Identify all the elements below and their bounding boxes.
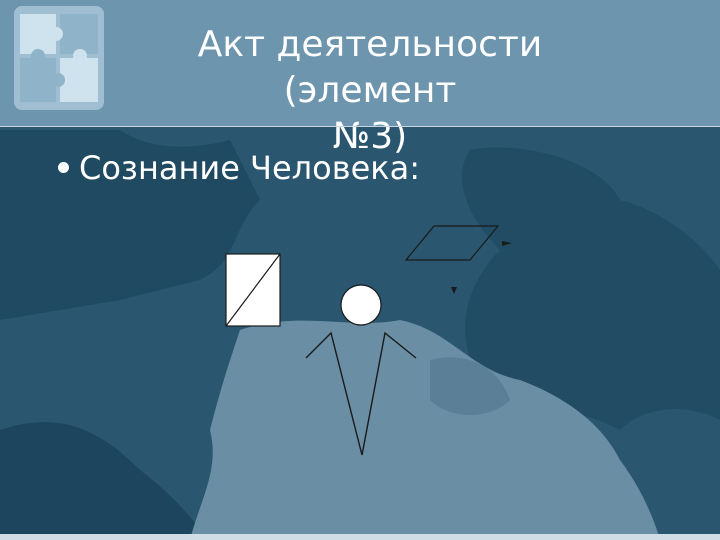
figure-lines-shape — [305, 331, 417, 456]
puzzle-piece-dark-3 — [0, 422, 210, 540]
puzzle-knob — [430, 357, 510, 415]
title-line-2: №3) — [332, 116, 408, 157]
slide-title: Акт деятельности (элемент №3) — [110, 22, 630, 160]
puzzle-logo-icon — [14, 6, 104, 110]
bullet-dot-icon — [58, 161, 69, 173]
bottom-bar — [0, 534, 720, 540]
header-band — [0, 0, 720, 126]
parallelogram-shape — [404, 225, 500, 261]
arrowhead-right-icon — [502, 241, 512, 246]
square-with-diagonal-shape — [225, 253, 281, 327]
bullet-item: Сознание Человека: — [58, 148, 420, 188]
bullet-text: Сознание Человека: — [79, 149, 420, 187]
puzzle-piece-dark-1 — [0, 130, 260, 320]
puzzle-piece-light — [190, 320, 660, 540]
arrowhead-down-icon — [451, 287, 457, 294]
title-line-1: Акт деятельности (элемент — [197, 24, 543, 111]
puzzle-piece-dark-2 — [461, 147, 720, 430]
circle-head-shape — [340, 284, 382, 326]
header-divider — [0, 126, 720, 127]
